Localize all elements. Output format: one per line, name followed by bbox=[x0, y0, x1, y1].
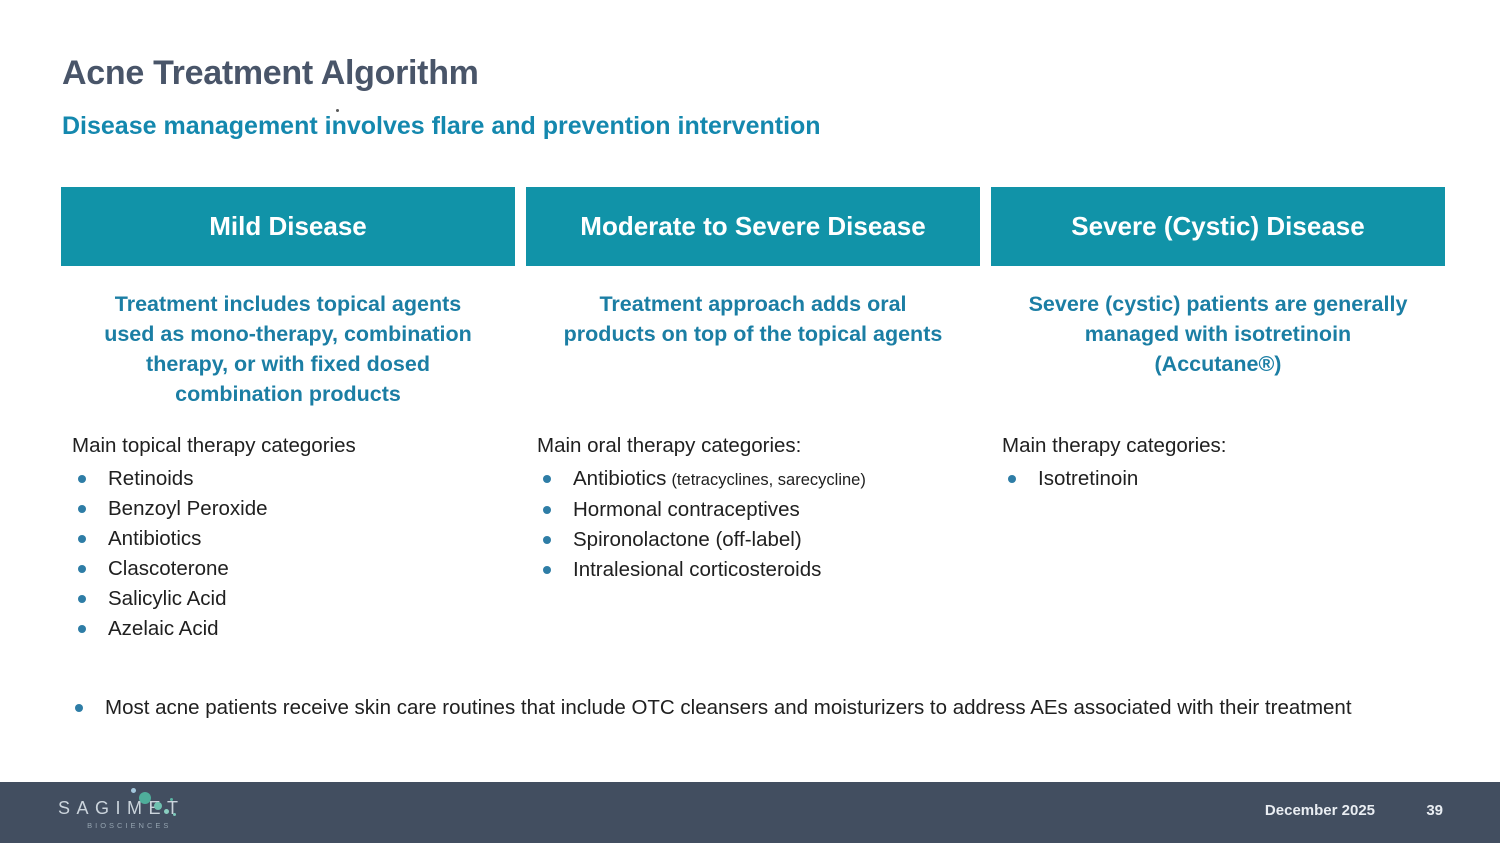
list-title-oral: Main oral therapy categories: bbox=[537, 434, 802, 457]
bullet-icon bbox=[78, 535, 86, 543]
treatment-columns: Mild Disease Treatment includes topical … bbox=[61, 187, 1445, 644]
description-line: products on top of the topical agents bbox=[563, 322, 943, 346]
list-item-label: Benzoyl Peroxide bbox=[108, 497, 268, 520]
topical-therapy-list: Retinoids Benzoyl Peroxide Antibiotics C… bbox=[61, 464, 515, 644]
column-mild-disease: Mild Disease Treatment includes topical … bbox=[61, 187, 515, 644]
description-line: managed with isotretinoin bbox=[1084, 322, 1352, 346]
footnote-text: Most acne patients receive skin care rou… bbox=[105, 696, 1352, 719]
description-line: combination products bbox=[175, 382, 401, 406]
column-header-severe-cystic: Severe (Cystic) Disease bbox=[991, 187, 1445, 266]
list-item-note: (tetracyclines, sarecycline) bbox=[671, 471, 866, 489]
list-item-label: Antibiotics bbox=[108, 527, 202, 550]
bullet-icon bbox=[543, 536, 551, 544]
logo-dots-icon bbox=[164, 809, 169, 814]
list-item: Antibiotics bbox=[61, 524, 515, 554]
subtitle: Disease management involves flare and pr… bbox=[62, 112, 821, 140]
bullet-icon bbox=[75, 704, 83, 712]
list-item: Clascoterone bbox=[61, 554, 515, 584]
bullet-icon bbox=[78, 505, 86, 513]
bullet-icon bbox=[78, 625, 86, 633]
list-item-label: Intralesional corticosteroids bbox=[573, 558, 822, 581]
description-line: used as mono-therapy, combination bbox=[104, 322, 472, 346]
list-item: Intralesional corticosteroids bbox=[526, 555, 980, 585]
description-line: Severe (cystic) patients are generally bbox=[1028, 292, 1408, 316]
page-number: 39 bbox=[1426, 802, 1443, 819]
logo-dots-icon bbox=[131, 788, 136, 793]
bullet-icon bbox=[543, 475, 551, 483]
bullet-icon bbox=[1008, 475, 1016, 483]
list-item-label: Clascoterone bbox=[108, 557, 229, 580]
list-item-label: Isotretinoin bbox=[1038, 467, 1139, 490]
description-line: (Accutane®) bbox=[1154, 352, 1282, 376]
bullet-icon bbox=[78, 475, 86, 483]
list-item: Azelaic Acid bbox=[61, 614, 515, 644]
list-title-topical: Main topical therapy categories bbox=[72, 434, 356, 457]
logo-dots-icon bbox=[170, 798, 173, 801]
footnote: Most acne patients receive skin care rou… bbox=[72, 694, 1432, 723]
oral-therapy-list: Antibiotics(tetracyclines, sarecycline) … bbox=[526, 464, 980, 585]
column-moderate-severe-disease: Moderate to Severe Disease Treatment app… bbox=[526, 187, 980, 644]
description-line: Treatment includes topical agents bbox=[114, 292, 462, 316]
bullet-icon bbox=[78, 565, 86, 573]
severe-therapy-list: Isotretinoin bbox=[991, 464, 1445, 494]
list-title-severe: Main therapy categories: bbox=[1002, 434, 1227, 457]
list-item-label: Salicylic Acid bbox=[108, 587, 227, 610]
logo-dots-icon bbox=[154, 802, 162, 810]
logo-dots-icon bbox=[139, 792, 151, 804]
column-description-moderate-severe: Treatment approach adds oral products on… bbox=[526, 266, 980, 433]
description-line: Treatment approach adds oral bbox=[599, 292, 907, 316]
list-item: Benzoyl Peroxide bbox=[61, 494, 515, 524]
list-item-label: Azelaic Acid bbox=[108, 617, 219, 640]
stray-dot bbox=[336, 109, 339, 112]
logo-dots-icon bbox=[173, 813, 176, 816]
list-item-label: Spironolactone (off-label) bbox=[573, 528, 802, 551]
list-item: Hormonal contraceptives bbox=[526, 495, 980, 525]
page-title: Acne Treatment Algorithm bbox=[62, 54, 479, 92]
list-item: Spironolactone (off-label) bbox=[526, 525, 980, 555]
list-item-label: Hormonal contraceptives bbox=[573, 498, 800, 521]
list-item: Retinoids bbox=[61, 464, 515, 494]
bullet-icon bbox=[543, 506, 551, 514]
list-item-label: Retinoids bbox=[108, 467, 194, 490]
column-header-mild: Mild Disease bbox=[61, 187, 515, 266]
sagimet-logo: SAGIMET BIOSCIENCES bbox=[58, 799, 185, 830]
column-description-mild: Treatment includes topical agents used a… bbox=[61, 266, 515, 433]
column-description-severe-cystic: Severe (cystic) patients are generally m… bbox=[991, 266, 1445, 433]
column-severe-cystic-disease: Severe (Cystic) Disease Severe (cystic) … bbox=[991, 187, 1445, 644]
list-item-label: Antibiotics bbox=[573, 467, 667, 490]
logo-subtext: BIOSCIENCES bbox=[87, 821, 172, 830]
list-item: Antibiotics(tetracyclines, sarecycline) bbox=[526, 464, 980, 495]
column-header-moderate-severe: Moderate to Severe Disease bbox=[526, 187, 980, 266]
logo-wordmark: SAGIMET bbox=[58, 798, 185, 818]
footer-bar: SAGIMET BIOSCIENCES December 2025 39 bbox=[0, 782, 1500, 843]
footer-date: December 2025 bbox=[1264, 802, 1375, 819]
bullet-icon bbox=[543, 566, 551, 574]
description-line: therapy, or with fixed dosed bbox=[146, 352, 430, 376]
list-item: Salicylic Acid bbox=[61, 584, 515, 614]
bullet-icon bbox=[78, 595, 86, 603]
list-item: Isotretinoin bbox=[991, 464, 1445, 494]
